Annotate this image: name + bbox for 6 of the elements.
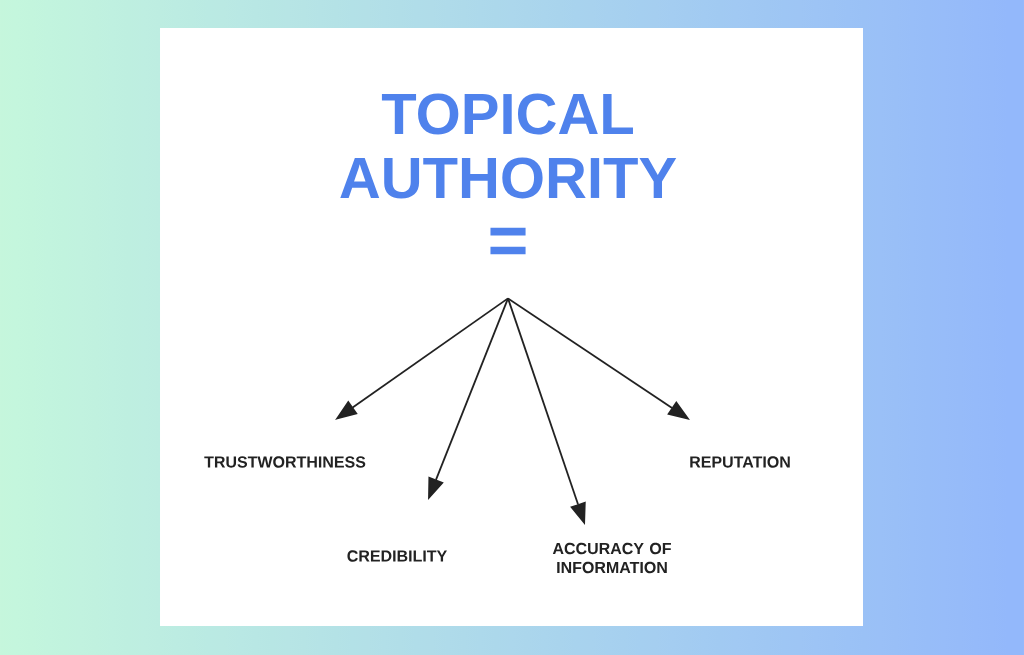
node-label: REPUTATION [690,456,790,468]
equals-sign: = [490,227,526,255]
node-label: CREDIBILITY [347,550,447,562]
node-label: TRUSTWORTHINESS [204,456,366,468]
node-label: ACCURACY OF INFORMATION [552,542,671,574]
title: TOPICAL AUTHORITY [340,93,677,199]
